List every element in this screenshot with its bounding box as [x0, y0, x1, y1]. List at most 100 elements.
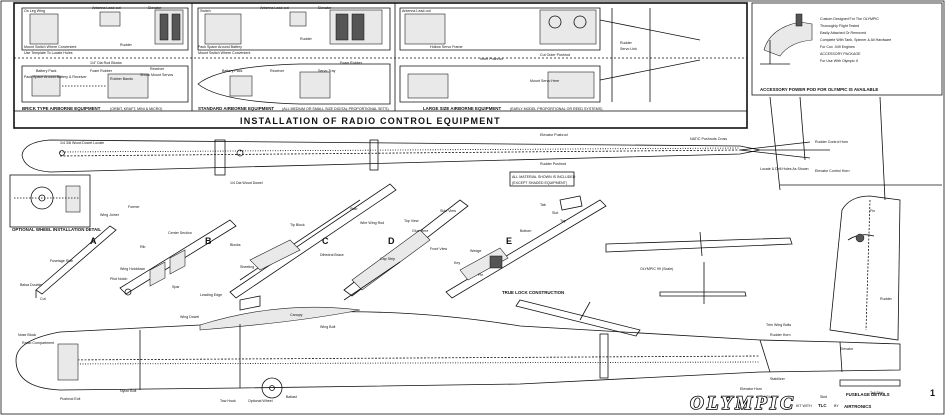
svg-text:Easily Attached Or Removed: Easily Attached Or Removed: [820, 31, 866, 35]
svg-text:Receiver: Receiver: [270, 69, 285, 73]
accessory-heading: ACCESSORY POWER POD FOR OLYMPIC IS AVAIL…: [760, 87, 878, 92]
svg-text:Blocks: Blocks: [230, 243, 241, 247]
brick-labels: On Leg Wing Antenna Lead-out Elevator Ru…: [24, 6, 173, 81]
svg-text:Foam Rubber: Foam Rubber: [90, 69, 113, 73]
svg-text:Slot: Slot: [552, 211, 558, 215]
svg-text:Cut: Cut: [40, 297, 46, 301]
step-letter-c: C: [322, 236, 329, 246]
svg-text:Top: Top: [560, 219, 566, 223]
material-callout: ALL MATERIAL SHOWN IS INCLUDED (EXCEPT S…: [509, 171, 576, 187]
svg-text:Mount Servo Here: Mount Servo Here: [530, 79, 559, 83]
svg-text:Elevator Horn: Elevator Horn: [740, 387, 762, 391]
svg-text:Balsa Doubler: Balsa Doubler: [20, 283, 43, 287]
svg-text:Wing Dowel: Wing Dowel: [180, 315, 199, 319]
svg-text:Nose Block: Nose Block: [18, 333, 36, 337]
svg-text:Antenna Lead-out: Antenna Lead-out: [92, 6, 121, 10]
svg-text:Servo Link: Servo Link: [620, 47, 637, 51]
svg-text:NATIC Pushrods Cross: NATIC Pushrods Cross: [690, 137, 727, 141]
fuselage-top-view: Elevator Pushrod Rudder Pushrod NATIC Pu…: [21, 133, 850, 185]
by-text: BY: [834, 404, 839, 408]
svg-text:Wing Joiner: Wing Joiner: [100, 213, 120, 217]
svg-text:Front View: Front View: [430, 247, 448, 251]
standard-fuselage-views: [197, 7, 391, 105]
large-heading: LARGE SIZE AIRBORNE EQUIPMENT: [423, 106, 501, 111]
svg-text:Skid: Skid: [820, 395, 827, 399]
canopy-shape: [199, 306, 361, 331]
svg-text:Ballast: Ballast: [286, 395, 297, 399]
brick-heading-note: (ORBIT, KRAFT, MINI & MICRO): [110, 107, 162, 111]
true-lock-heading: TRUE LOCK CONSTRUCTION: [502, 290, 564, 295]
wheel-heading: OPTIONAL WHEEL INSTALLATION DETAIL: [12, 227, 101, 232]
svg-text:Wedge: Wedge: [470, 249, 481, 253]
tail-assembly: [829, 195, 901, 341]
svg-text:Thoroughly Flight Tested: Thoroughly Flight Tested: [820, 24, 859, 28]
brand-text: AIRTRONICS: [844, 404, 871, 409]
svg-text:Mount Switch Where Convenient: Mount Switch Where Convenient: [24, 45, 76, 49]
svg-text:Elevator: Elevator: [840, 347, 854, 351]
svg-text:Complete With Tank, Spinner &: Complete With Tank, Spinner & All Hardwa…: [820, 38, 891, 42]
brick-fuselage-views: [21, 7, 189, 103]
svg-text:Hollow Servo Frame: Hollow Servo Frame: [430, 45, 463, 49]
svg-text:Side View: Side View: [440, 209, 456, 213]
svg-text:Use Template To Locate Holes: Use Template To Locate Holes: [24, 51, 73, 55]
svg-text:Key: Key: [454, 261, 460, 265]
svg-text:Rudder Control Horn: Rudder Control Horn: [815, 140, 848, 144]
accessory-pod: Custom Designed For The OLYMPIC Thorough…: [751, 2, 943, 96]
fuselage-top-labels: Elevator Pushrod Rudder Pushrod NATIC Pu…: [60, 133, 850, 185]
step-a-drawing: [35, 225, 117, 298]
tlc-text: TLC: [818, 403, 827, 408]
svg-text:Battery Pack: Battery Pack: [36, 69, 57, 73]
svg-text:1/4 3/8 Wood Dowel Locate: 1/4 3/8 Wood Dowel Locate: [60, 141, 104, 145]
svg-text:Elevator: Elevator: [318, 6, 332, 10]
svg-text:Rudder: Rudder: [620, 41, 633, 45]
large-fuselage-views: [399, 7, 701, 103]
svg-text:Custom Designed For The OLYMPI: Custom Designed For The OLYMPIC: [820, 17, 879, 21]
svg-text:Glue Here: Glue Here: [412, 229, 428, 233]
fin-outline: [829, 195, 901, 341]
fuselage-side-outline: [15, 311, 901, 391]
step-letter-a: A: [90, 236, 97, 246]
svg-text:Wire Wing Rod: Wire Wing Rod: [360, 221, 384, 225]
olympic-three-view: OLYMPIC 99 (Scale): [605, 231, 793, 304]
svg-text:ACCESSORY PACKAGE: ACCESSORY PACKAGE: [820, 52, 861, 56]
svg-text:Top View: Top View: [404, 219, 419, 223]
svg-text:Pushrod Exit: Pushrod Exit: [60, 397, 80, 401]
svg-text:Rudder Horn: Rudder Horn: [770, 333, 791, 337]
svg-text:Fuselage Side: Fuselage Side: [50, 259, 73, 263]
svg-text:Tail Skid: Tail Skid: [870, 391, 883, 395]
svg-text:Tail Block: Tail Block: [760, 395, 775, 399]
optional-wheel-detail: OPTIONAL WHEEL INSTALLATION DETAIL: [9, 174, 101, 232]
large-labels: Antenna Lead-out Rudder Servo Link Hollo…: [402, 9, 637, 83]
svg-text:On Leg Wing: On Leg Wing: [24, 9, 45, 13]
svg-text:Pilot Notch: Pilot Notch: [110, 277, 127, 281]
fuselage-top-outline: [21, 139, 761, 173]
svg-text:Rudder: Rudder: [120, 43, 133, 47]
svg-text:Antenna Lead-out: Antenna Lead-out: [402, 9, 431, 13]
svg-text:Inner Pushrod: Inner Pushrod: [480, 57, 503, 61]
svg-text:Optional Wheel: Optional Wheel: [248, 399, 273, 403]
sheet-number: 1: [930, 388, 935, 398]
three-view-label: OLYMPIC 99 (Scale): [640, 267, 673, 271]
svg-text:Rib: Rib: [140, 245, 145, 249]
svg-text:Receiver: Receiver: [150, 67, 165, 71]
svg-text:ALL MATERIAL SHOWN IS INCLUDED: ALL MATERIAL SHOWN IS INCLUDED: [512, 175, 576, 179]
svg-text:1/4" Dia Rod Blocks: 1/4" Dia Rod Blocks: [90, 61, 122, 65]
wing-tip-view: [515, 299, 641, 337]
step-letter-e: E: [506, 236, 512, 246]
svg-text:Wing Bolt: Wing Bolt: [320, 325, 335, 329]
svg-text:Tip Block: Tip Block: [290, 223, 305, 227]
svg-text:Dihedral Brace: Dihedral Brace: [320, 253, 344, 257]
svg-text:Fin: Fin: [870, 209, 875, 213]
svg-text:Elevator: Elevator: [148, 6, 162, 10]
standard-heading-note: (ALL MEDIUM OR SMALL SIZE DIGITAL PROPOR…: [282, 107, 389, 111]
svg-text:Bottom: Bottom: [520, 229, 531, 233]
fuselage-side-view: Nose Block Radio Compartment Tow Hook Op…: [15, 209, 901, 403]
large-heading-note: (EARLY MODEL PROPORTIONAL OR REED SYSTEM…: [510, 107, 602, 111]
kit-with-text: KIT WITH: [796, 404, 812, 408]
svg-text:Rudder Pushrod: Rudder Pushrod: [540, 162, 566, 166]
radio-outer-frame: [13, 2, 748, 129]
svg-text:Battery Pack: Battery Pack: [222, 69, 243, 73]
svg-text:Tow Hook: Tow Hook: [220, 399, 236, 403]
standard-heading: STANDARD AIRBORNE EQUIPMENT: [198, 106, 274, 111]
